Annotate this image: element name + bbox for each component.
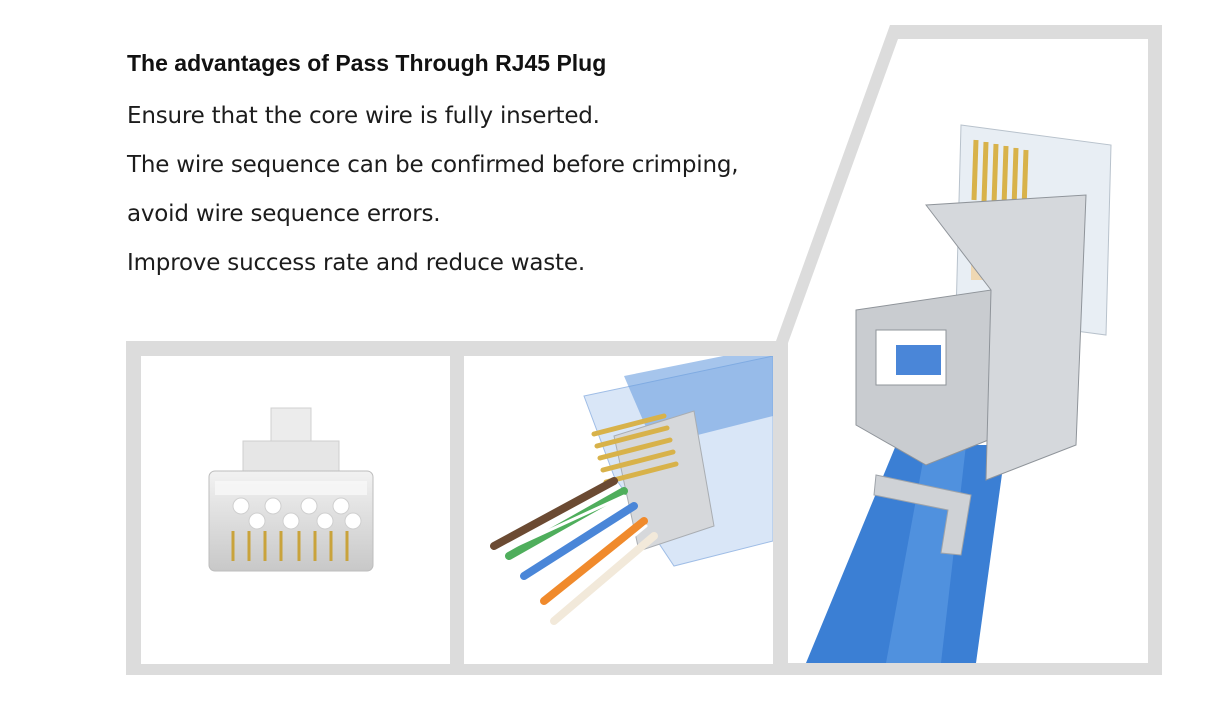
large-plug-image-frame bbox=[776, 25, 1162, 675]
rj45-plug-front-image bbox=[141, 356, 450, 664]
advantages-text-block: The advantages of Pass Through RJ45 Plug… bbox=[127, 46, 827, 288]
advantage-line-3: avoid wire sequence errors. bbox=[127, 201, 441, 227]
advantage-line-4: Improve success rate and reduce waste. bbox=[127, 250, 585, 276]
advantages-heading: The advantages of Pass Through RJ45 Plug bbox=[127, 50, 607, 76]
rj45-plug-front-icon bbox=[208, 407, 374, 572]
advantage-line-1: Ensure that the core wire is fully inser… bbox=[127, 103, 600, 129]
rj45-plug-on-blue-cable-icon bbox=[776, 25, 1162, 675]
advantage-line-2: The wire sequence can be confirmed befor… bbox=[127, 152, 739, 178]
rj45-plug-wires-image bbox=[464, 356, 773, 664]
rj45-plug-with-wires-icon bbox=[490, 356, 773, 625]
